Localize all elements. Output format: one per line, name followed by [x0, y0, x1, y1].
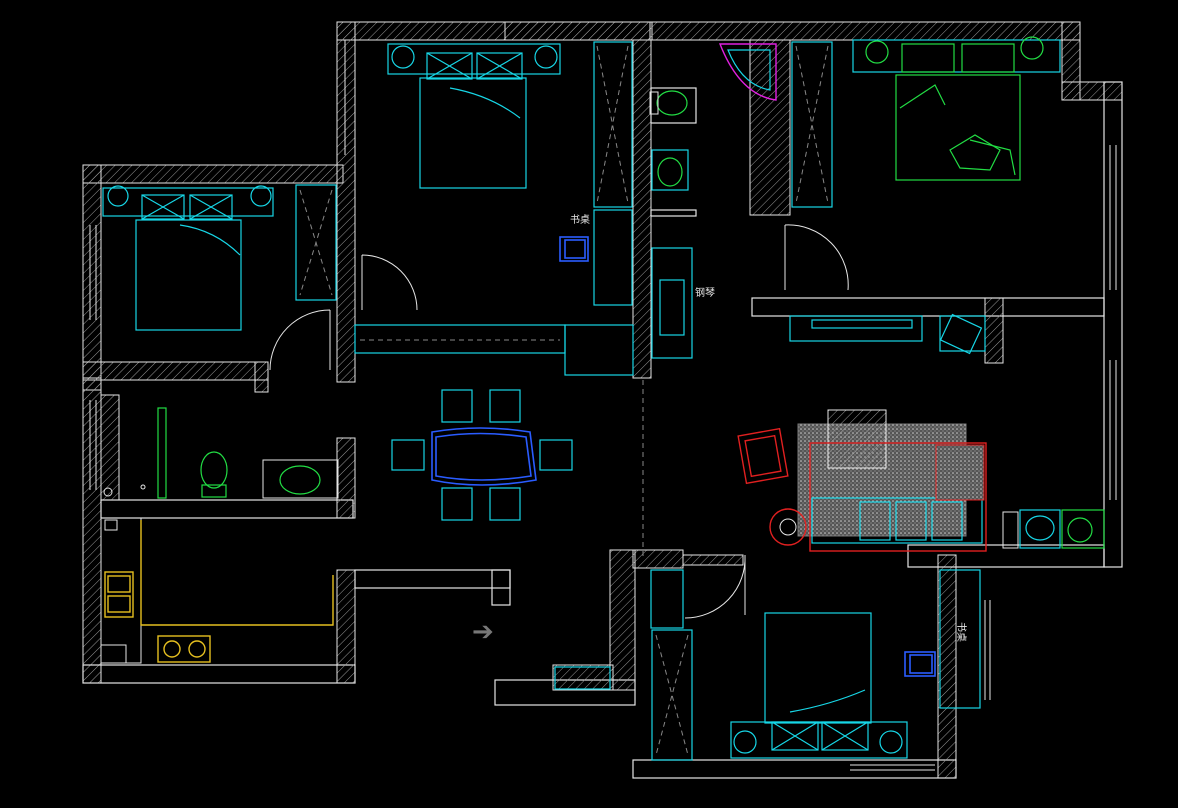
left-bathroom	[103, 407, 339, 499]
right-bedroom-bed	[852, 36, 1061, 181]
bottom-wardrobe	[554, 569, 693, 761]
armchair	[737, 427, 789, 485]
left-bedroom-bed	[102, 185, 274, 331]
desk-label-bottom: 书桌	[955, 622, 968, 642]
sofa	[809, 442, 987, 552]
kitchen	[100, 517, 334, 664]
bath-top	[649, 43, 777, 191]
walls	[82, 21, 1123, 779]
hall-cabinet	[354, 324, 634, 376]
dining-table	[431, 427, 537, 486]
piano	[651, 247, 693, 359]
side-table	[769, 508, 807, 546]
dining-chairs	[391, 389, 573, 521]
master-bed	[387, 43, 561, 189]
desk-top-room	[559, 209, 633, 306]
bottom-desk	[904, 569, 981, 709]
right-bedroom-wardrobe	[791, 41, 833, 208]
left-bedroom-wardrobe	[295, 184, 337, 301]
desk-label-top: 书桌	[570, 213, 590, 226]
doors	[269, 224, 849, 619]
bottom-bed	[730, 612, 908, 759]
windows	[89, 40, 1117, 771]
piano-label: 钢琴	[695, 286, 715, 299]
entry-arrow-icon: ➔	[472, 617, 494, 647]
master-wardrobe	[593, 41, 633, 208]
laundry-area	[1002, 509, 1105, 549]
tv-cabinet	[789, 313, 986, 355]
